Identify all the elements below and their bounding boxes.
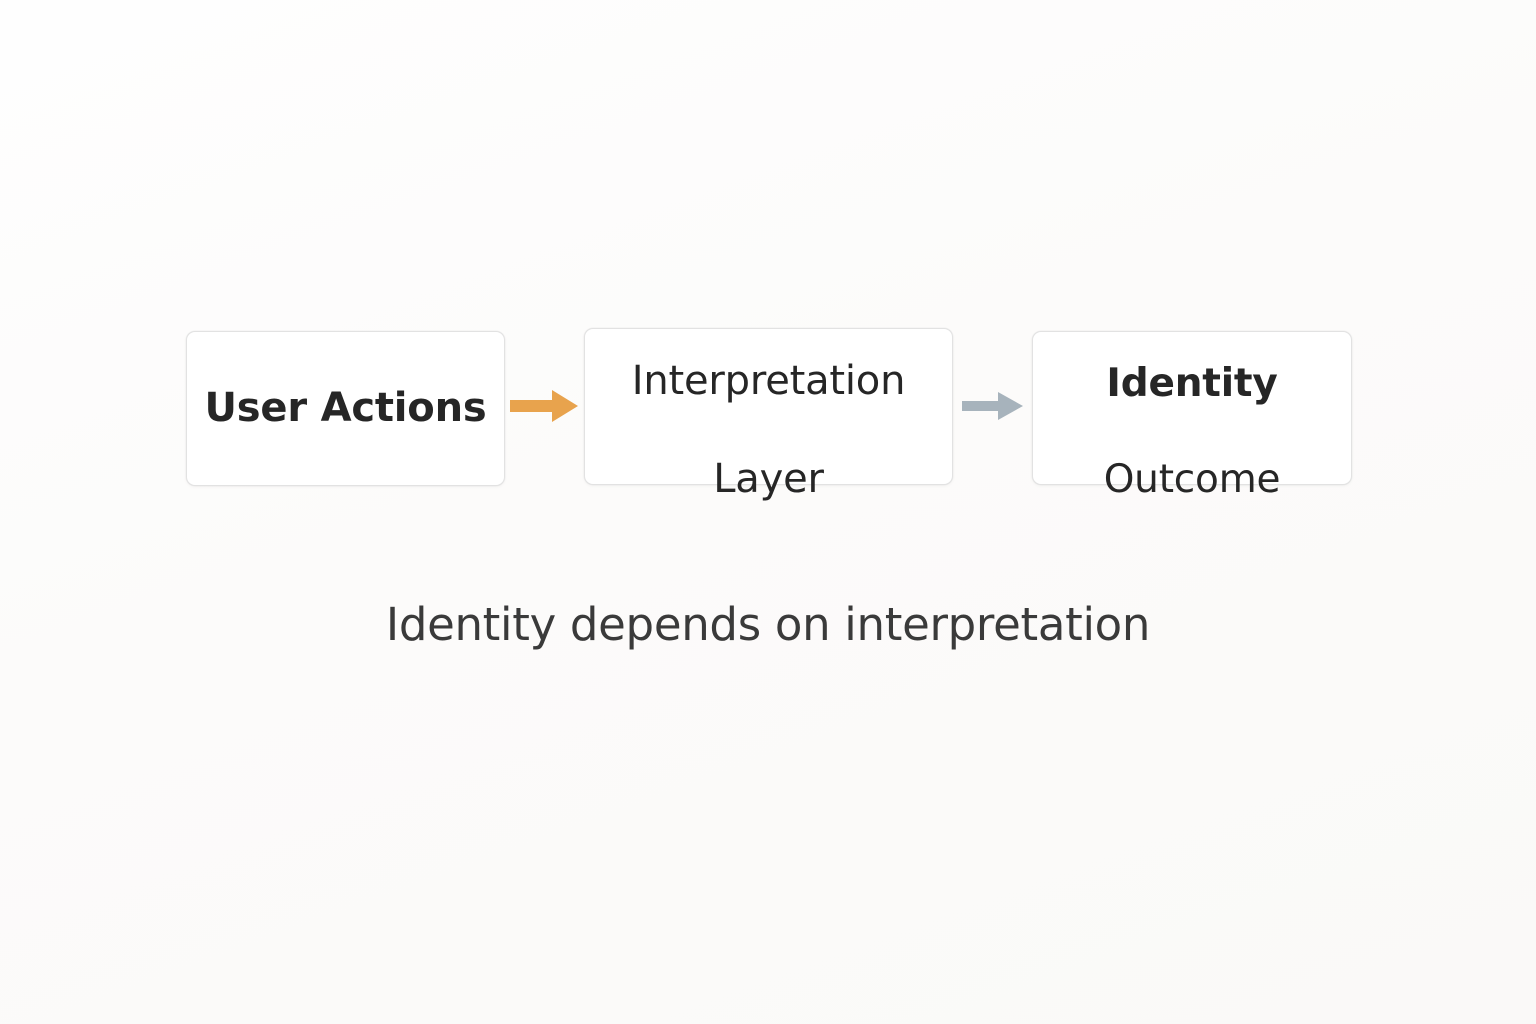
node-interpretation-layer[interactable]: Interpretation Layer <box>584 327 953 502</box>
node-interpretation-layer-label: Interpretation Layer <box>631 308 906 503</box>
node-interpretation-layer-line2: Layer <box>713 455 824 502</box>
node-user-actions[interactable]: User Actions <box>186 330 505 486</box>
node-identity-outcome-label: Identity Outcome <box>1104 313 1281 503</box>
node-identity-outcome-line1: Identity <box>1106 361 1278 407</box>
node-user-actions-label: User Actions <box>204 384 487 431</box>
diagram-caption: Identity depends on interpretation <box>385 598 1151 651</box>
arrow-right-gray-icon <box>961 392 1023 420</box>
node-interpretation-layer-line1: Interpretation <box>631 358 906 405</box>
node-identity-outcome[interactable]: Identity Outcome <box>1032 331 1352 502</box>
arrow-right-orange-icon <box>509 390 578 422</box>
node-identity-outcome-line2: Outcome <box>1103 456 1281 502</box>
flow-diagram: User Actions Interpretation Layer Identi… <box>186 326 1352 502</box>
